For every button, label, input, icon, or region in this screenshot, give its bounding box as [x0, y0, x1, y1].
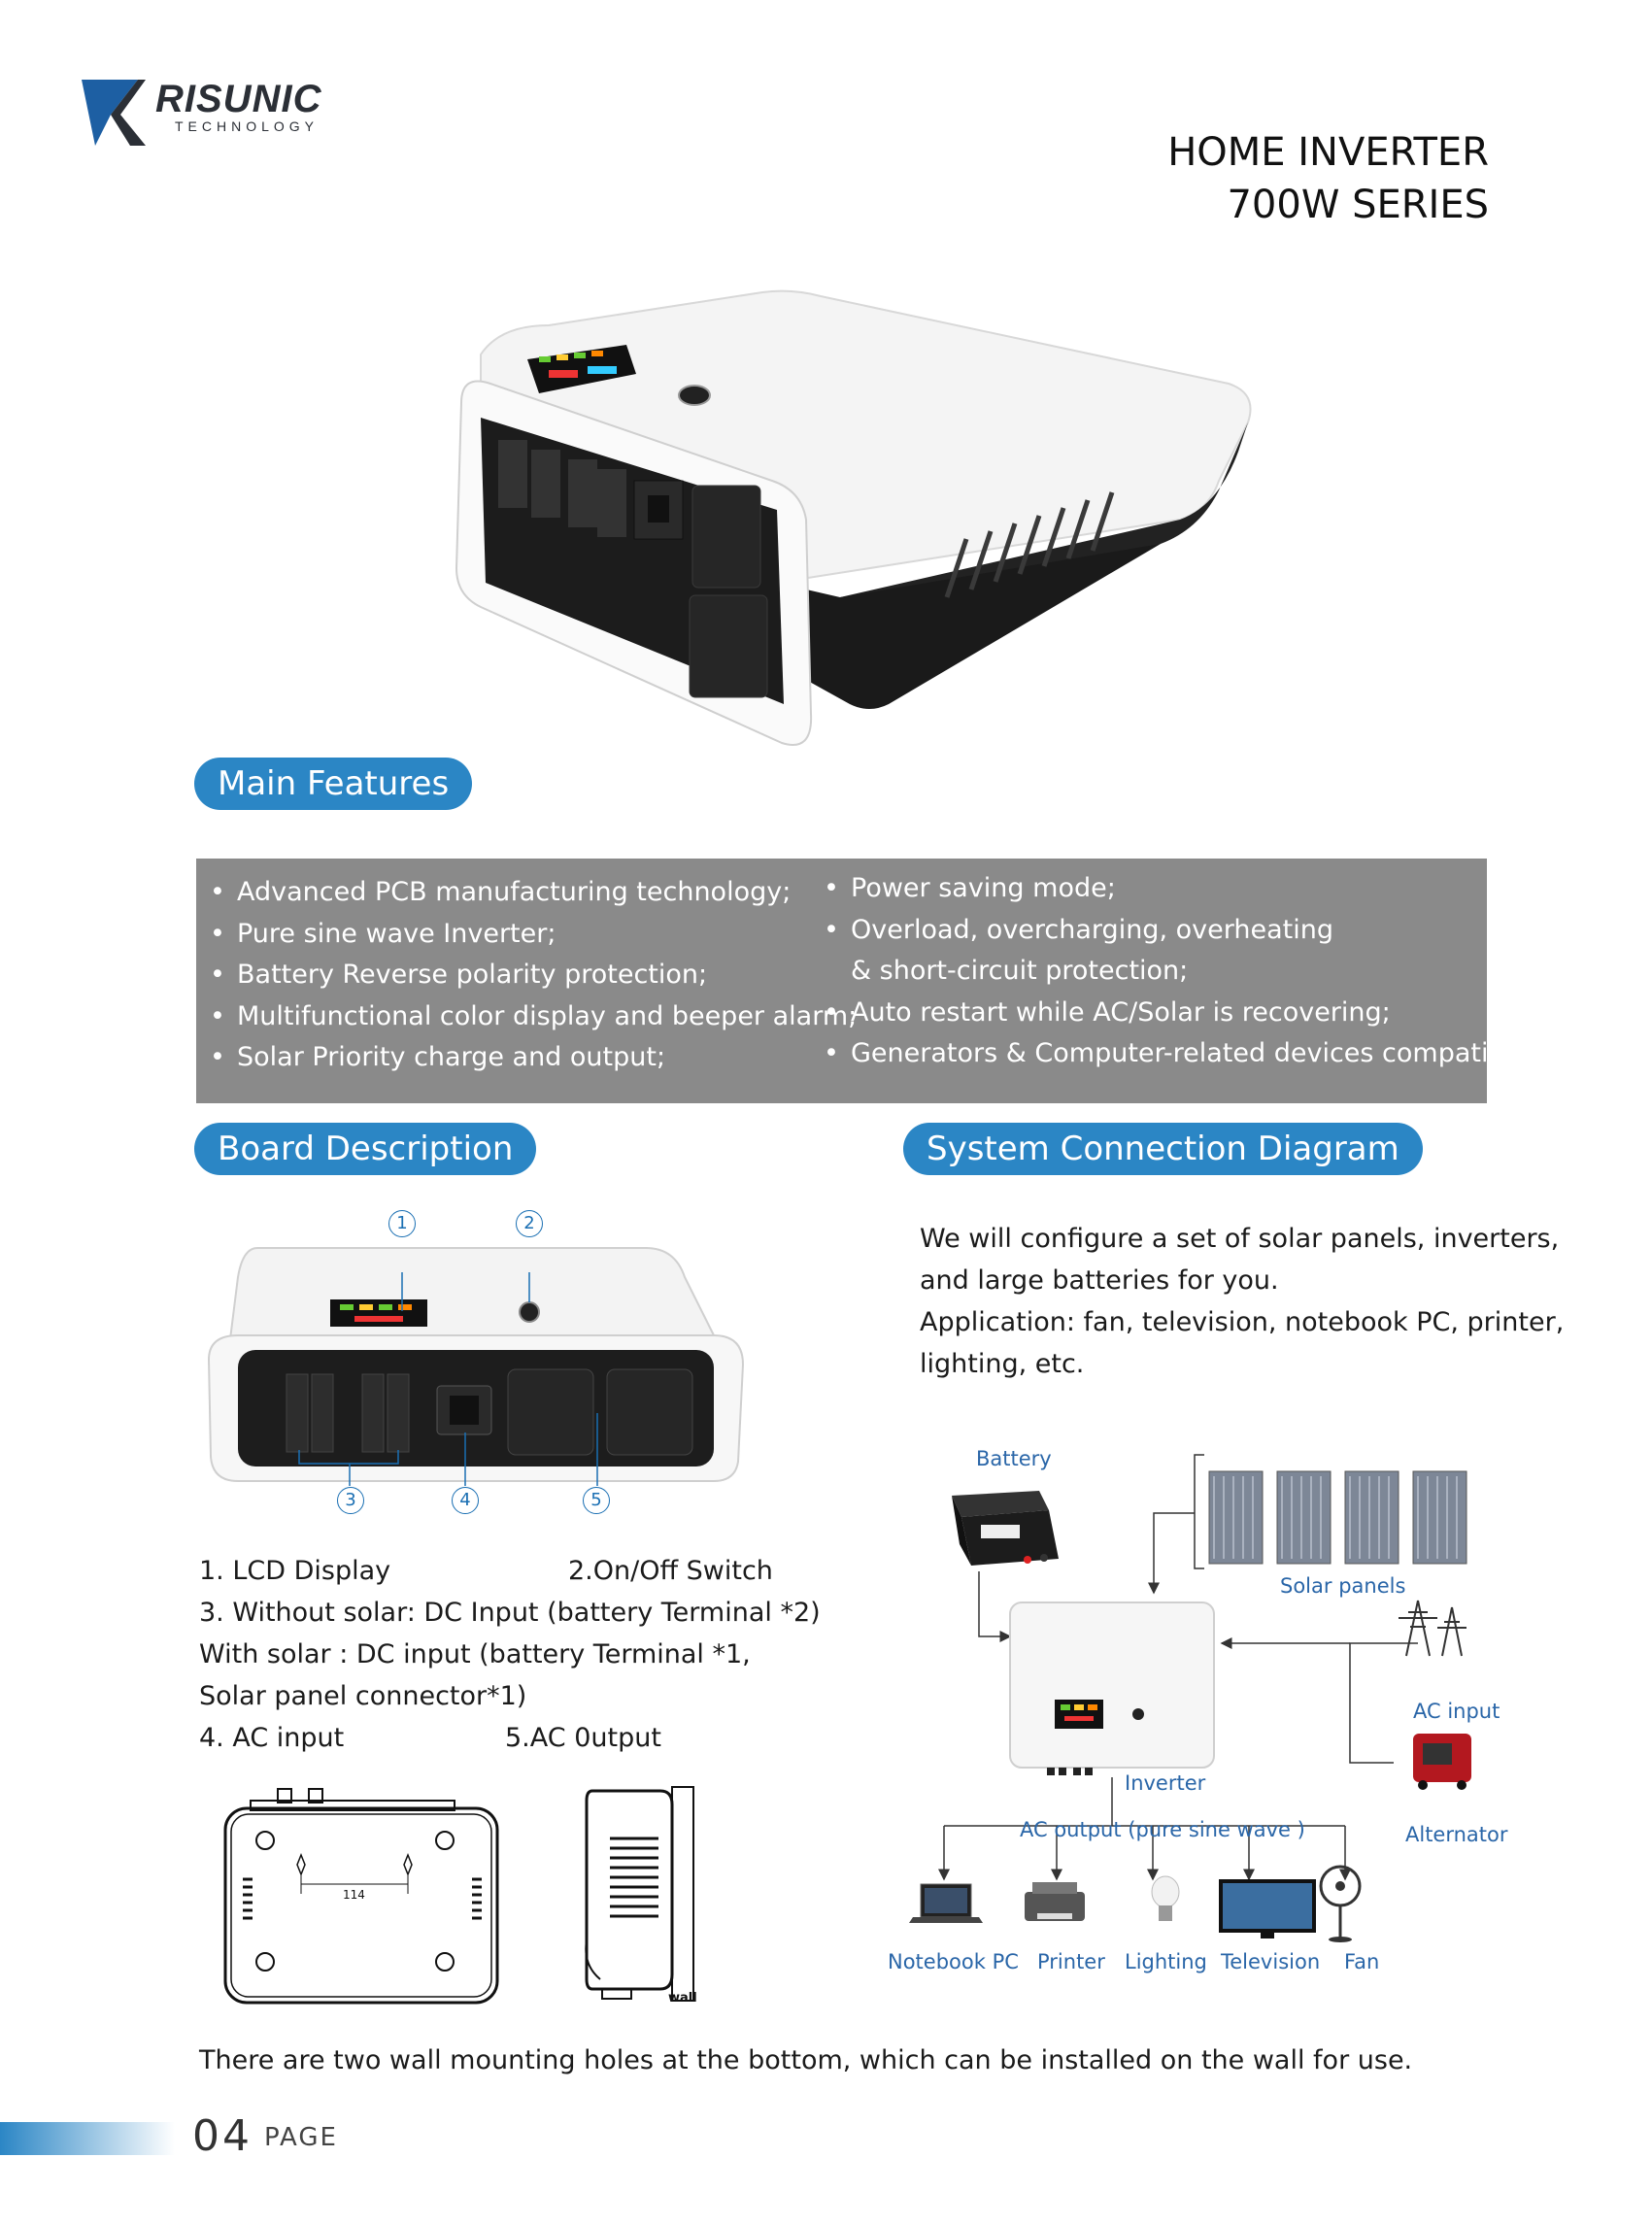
page-title: HOME INVERTER 700W SERIES — [1167, 126, 1489, 231]
laptop-icon — [909, 1883, 983, 1923]
label-notebook-pc: Notebook PC — [888, 1950, 1019, 1973]
connection-diagram — [909, 1454, 1471, 1942]
page-label: PAGE — [264, 2123, 338, 2152]
television-icon — [1219, 1879, 1316, 1938]
light-bulb-icon — [1151, 1875, 1180, 1921]
battery-icon — [952, 1491, 1059, 1566]
label-ac-input: AC input — [1413, 1700, 1500, 1723]
board-desc-switch: 2.On/Off Switch — [568, 1556, 773, 1586]
list-item: Multifunctional color display and beeper… — [210, 996, 857, 1038]
list-item: Power saving mode; — [824, 868, 1537, 910]
callout-3: 3 — [337, 1487, 364, 1514]
alternator-icon — [1413, 1734, 1471, 1790]
label-ac-output: AC output (pure sine wave ) — [1020, 1818, 1305, 1841]
brand-subtitle: TECHNOLOGY — [175, 118, 320, 134]
intro-line-1: We will configure a set of solar panels,… — [920, 1224, 1560, 1254]
section-title-board: Board Description — [194, 1123, 537, 1175]
label-fan: Fan — [1344, 1950, 1380, 1973]
bottom-view-drawing — [223, 1788, 499, 2005]
label-lighting: Lighting — [1125, 1950, 1207, 1973]
callout-1: 1 — [388, 1210, 416, 1237]
intro-line-4: lighting, etc. — [920, 1349, 1085, 1379]
label-solar-panels: Solar panels — [1280, 1574, 1406, 1598]
printer-icon — [1025, 1882, 1085, 1921]
board-desc-with-solar: With solar : DC input (battery Terminal … — [199, 1639, 751, 1669]
callout-5: 5 — [583, 1487, 610, 1514]
intro-line-2: and large batteries for you. — [920, 1265, 1279, 1296]
label-battery: Battery — [976, 1447, 1052, 1470]
list-item: Pure sine wave Inverter; — [210, 914, 857, 956]
board-desc-solar-connector: Solar panel connector*1) — [199, 1681, 527, 1711]
title-line-1: HOME INVERTER — [1167, 130, 1489, 175]
callout-2: 2 — [516, 1210, 543, 1237]
label-television: Television — [1221, 1950, 1321, 1973]
product-image — [455, 289, 1252, 746]
callout-4: 4 — [452, 1487, 479, 1514]
wall-mount-note: There are two wall mounting holes at the… — [199, 2045, 1413, 2075]
features-left-list: Advanced PCB manufacturing technology; P… — [210, 872, 857, 1079]
features-box: Advanced PCB manufacturing technology; P… — [196, 859, 1537, 1103]
section-title-features: Main Features — [194, 758, 473, 810]
side-view-drawing — [585, 1786, 694, 2002]
board-desc-dc-input: 3. Without solar: DC Input (battery Term… — [199, 1598, 821, 1628]
label-inverter: Inverter — [1125, 1771, 1206, 1795]
inverter-icon — [1009, 1601, 1215, 1775]
label-alternator: Alternator — [1405, 1823, 1508, 1846]
brand-name: RISUNIC — [155, 78, 322, 120]
list-item: Generators & Computer-related devices co… — [824, 1033, 1537, 1075]
board-desc-ac-input: 4. AC input — [199, 1723, 345, 1753]
list-item: Overload, overcharging, overheating — [824, 910, 1537, 952]
features-right-list: Power saving mode; Overload, overchargin… — [824, 868, 1537, 1075]
list-item: Advanced PCB manufacturing technology; — [210, 872, 857, 914]
board-desc-ac-output: 5.AC 0utput — [505, 1723, 661, 1753]
list-item: Auto restart while AC/Solar is recoverin… — [824, 993, 1537, 1034]
intro-line-3: Application: fan, television, notebook P… — [920, 1307, 1565, 1337]
transmission-tower-icon — [1399, 1600, 1467, 1657]
list-item: Solar Priority charge and output; — [210, 1037, 857, 1079]
solar-panels-icon — [1208, 1470, 1467, 1565]
section-title-system: System Connection Diagram — [903, 1123, 1423, 1175]
page-number: 04 — [192, 2111, 253, 2161]
fan-icon — [1319, 1865, 1362, 1942]
label-printer: Printer — [1037, 1950, 1105, 1973]
board-desc-lcd: 1. LCD Display — [199, 1556, 391, 1586]
footer-accent-bar — [0, 2122, 175, 2155]
dimension-label: 114 — [343, 1888, 365, 1902]
list-item-continuation: & short-circuit protection; — [851, 956, 1189, 986]
title-line-2: 700W SERIES — [1227, 183, 1489, 227]
list-item: Battery Reverse polarity protection; — [210, 955, 857, 996]
brand-logo-mark — [82, 80, 146, 146]
wall-label: wall — [668, 1991, 697, 2006]
board-front-image — [207, 1247, 745, 1486]
